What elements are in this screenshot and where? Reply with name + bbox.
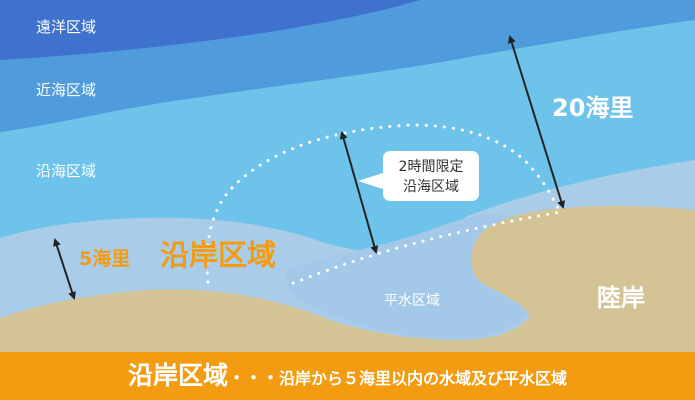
- offshore-sea-area: [0, 0, 420, 60]
- inland-water-zone-label: 平水区域: [384, 293, 440, 309]
- land-label: 陸岸: [597, 284, 645, 312]
- definition-banner: 沿岸区域・・・沿岸から５海里以内の水域及び平水区域: [0, 352, 695, 400]
- callout-line-2: 沿海区域: [403, 179, 459, 195]
- land-area: [0, 205, 695, 352]
- offshore-zone-label: 遠洋区域: [36, 18, 97, 36]
- limited-zone-callout: 2時間限定 沿海区域: [383, 151, 479, 201]
- banner-separator: ・・・: [228, 369, 279, 389]
- banner-text: 沿岸区域・・・沿岸から５海里以内の水域及び平水区域: [0, 352, 695, 400]
- banner-description: 沿岸から５海里以内の水域及び平水区域: [279, 369, 568, 388]
- banner-title: 沿岸区域: [127, 361, 228, 390]
- limited-zone-boundary: [205, 123, 563, 288]
- callout-line-1: 2時間限定: [398, 159, 464, 175]
- distance-20-label: 20海里: [552, 94, 634, 122]
- arrow-limited-zone-width: [339, 131, 379, 254]
- arrow-5-nautical-miles: [53, 238, 76, 300]
- coastal-zone-title: 沿岸区域: [160, 238, 277, 272]
- distance-5-label: 5海里: [79, 248, 131, 270]
- nearshore-zone-label: 近海区域: [36, 81, 97, 99]
- callout-pointer: [358, 172, 386, 190]
- coastal-zone-label: 沿海区域: [36, 162, 97, 180]
- arrow-20-nautical-miles: [507, 35, 566, 209]
